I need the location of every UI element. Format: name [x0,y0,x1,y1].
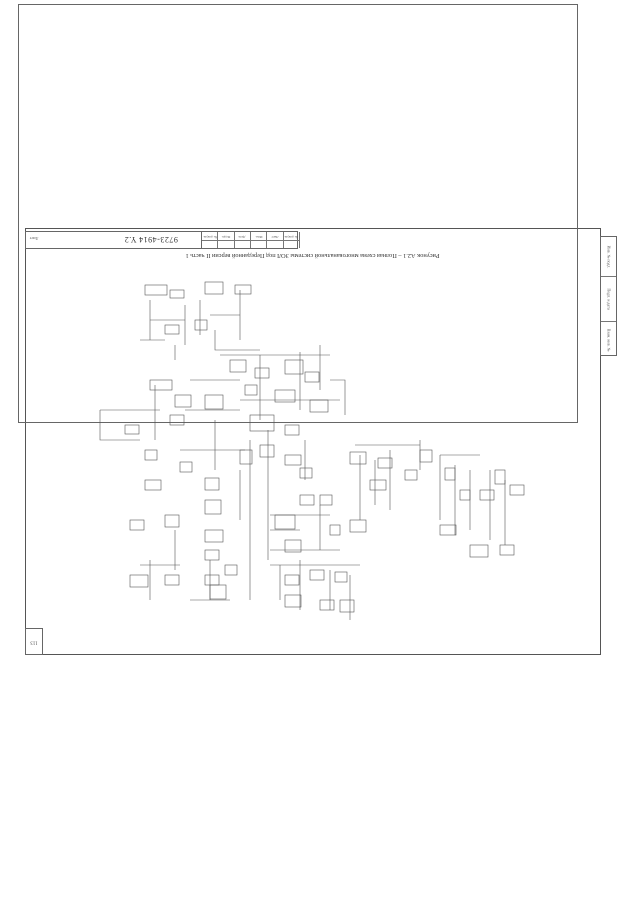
schematic-cluster-right [349,440,525,558]
schematic-cluster-upper-left [140,281,260,360]
drawing-sheet-border [25,228,601,655]
drawing-frame [18,4,578,423]
schematic-cluster-lower-center [270,560,360,620]
title-block-cells: № докум. Подп. Дата Изм. Лист № докум. [201,232,300,248]
sheet-number-box: 113 [25,628,43,655]
side-stamp: Инв. № подл. Подп. и дата Взам. инв. № [600,236,617,356]
schematic-cluster-center [204,430,367,600]
schematic-cluster-left-middle [99,379,253,491]
schematic-cluster-center-top [220,345,346,436]
title-block: Лист 9723-4914 Y.2 № докум. Подп. Дата И… [25,231,300,249]
schematic-cluster-lower-left [129,514,238,601]
